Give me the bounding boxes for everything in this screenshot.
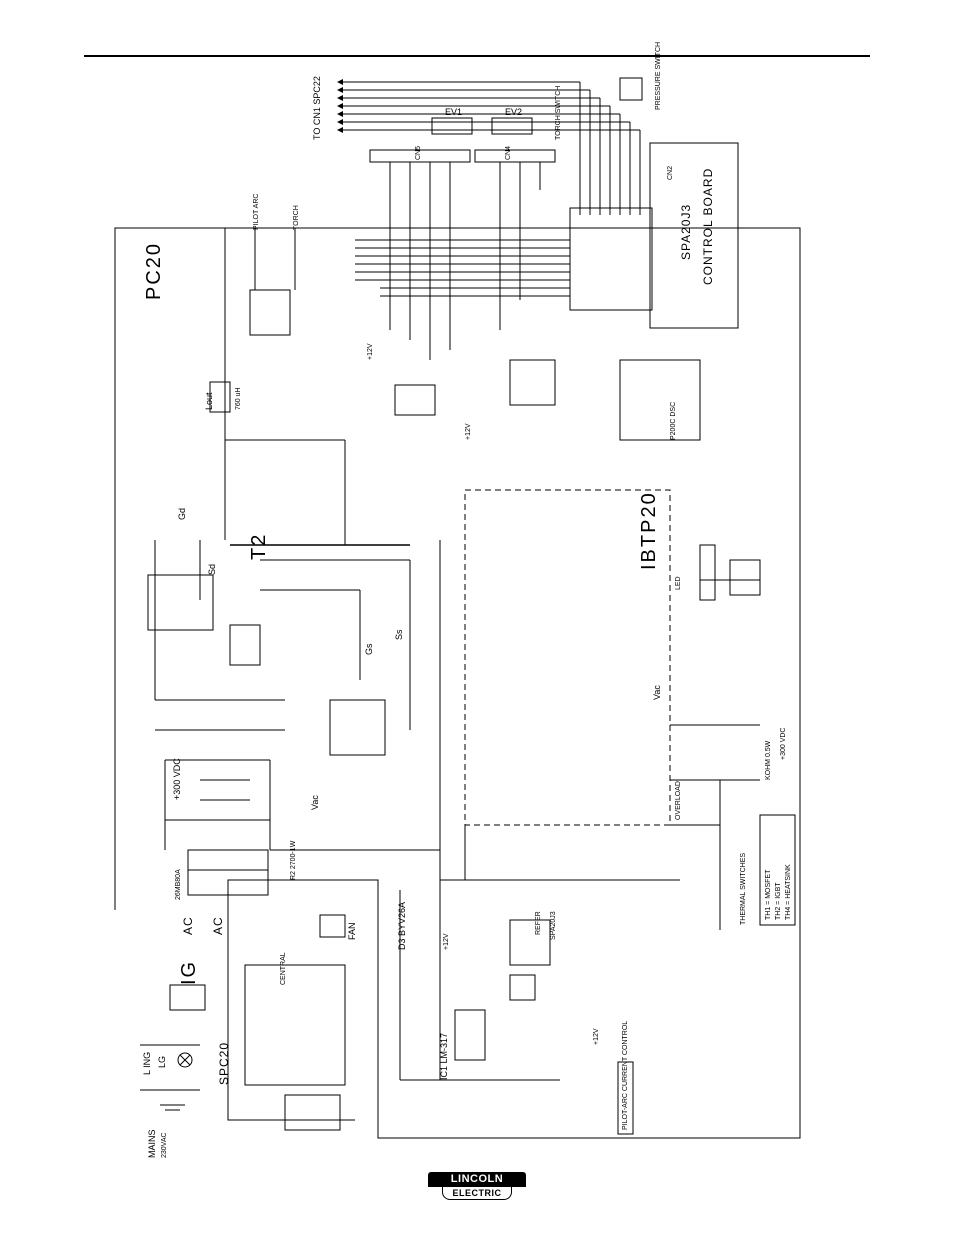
control-board-connector — [569, 207, 653, 311]
sd-label: Sd — [207, 564, 217, 575]
ss-label: Ss — [394, 629, 404, 640]
logo-top: LINCOLN — [428, 1172, 526, 1187]
lg-label: LG — [157, 1056, 167, 1068]
ev2-label: EV2 — [505, 107, 522, 117]
bridge-rectifier — [164, 759, 440, 896]
central-label: CENTRAL — [280, 952, 287, 985]
l-ing-label: L ING — [142, 1052, 152, 1075]
ok2-block — [394, 384, 436, 416]
ibtp20-label: IBTP20 — [638, 491, 660, 570]
cn4-label: CN4 — [505, 146, 512, 160]
pressure-switch-label: PRESSURE SWITCH — [655, 42, 662, 110]
lincoln-electric-logo: LINCOLN ELECTRIC — [428, 1172, 526, 1202]
torch-label: TORCH — [293, 205, 300, 230]
thermal-legend-box — [759, 814, 796, 926]
fan-label: FAN — [347, 922, 357, 940]
to-cn1-label: TO CN1 SPC22 — [312, 76, 322, 140]
control-board-label: CONTROL BOARD — [701, 168, 715, 285]
refer-label: REFER — [535, 911, 542, 935]
ig-section — [140, 914, 346, 1131]
pc20-board-outline — [114, 227, 801, 1139]
ev1-valve — [431, 117, 473, 135]
gs-label: Gs — [364, 643, 374, 655]
harness-verticals — [389, 82, 641, 360]
pressure-switch — [619, 77, 643, 101]
bridge-label: 26MB80A — [175, 869, 182, 900]
vac-label: Vac — [310, 795, 320, 810]
gd-label: Gd — [177, 508, 187, 520]
pilot-arc-label: PILOT-ARC CURRENT CONTROL — [622, 1021, 629, 1130]
plus12-label-3: +12V — [443, 933, 450, 950]
spa-label: SPA20J3 — [550, 911, 557, 940]
overload-label: OVERLOAD — [675, 781, 682, 820]
control-board-code: SPA20J3 — [679, 204, 693, 260]
power-stage — [147, 228, 411, 756]
p200c-dsc-block — [619, 359, 701, 441]
lout-label: Lout — [204, 392, 214, 410]
ev1-label: EV1 — [445, 107, 462, 117]
plus300-label: +300 VDC — [172, 758, 182, 800]
ok1-block — [509, 359, 556, 406]
control-bus — [355, 218, 653, 305]
t2-label: T2 — [248, 533, 270, 560]
mains-label: MAINS — [147, 1129, 157, 1158]
regulator-section — [399, 540, 761, 1135]
thermal-switches-label: THERMAL SWITCHES — [740, 853, 747, 925]
pc20-label: PC20 — [143, 242, 165, 300]
r2-label: R2 2700-1W — [290, 840, 297, 880]
mains-voltage: 230VAC — [161, 1132, 168, 1158]
ic1-label: IC1 LM-317 — [439, 1033, 449, 1080]
thermal-legend-2: TH2 = IGBT — [775, 882, 782, 920]
plus12-label-2: +12V — [465, 423, 472, 440]
plus12-label-4: +12V — [593, 1028, 600, 1045]
control-board-box — [649, 142, 739, 329]
ac-label-2: AC — [211, 916, 225, 935]
lout-value: 760 uH — [235, 387, 242, 410]
vdc300-label: +300 VDC — [780, 728, 787, 761]
ev2-valve — [491, 117, 533, 135]
torch-switch-label: TORCH SWITCH — [555, 86, 562, 140]
cn5-label: CN5 — [415, 146, 422, 160]
p200c-label: P200C DSC — [670, 402, 677, 440]
kohm-label: KOHM 0.5W — [765, 740, 772, 780]
cn2-label: CN2 — [667, 166, 674, 180]
d3-label: D3 BYV26A — [397, 902, 407, 950]
thermal-legend-1: TH1 = MOSFET — [765, 869, 772, 920]
ig-board-outline — [227, 879, 379, 1121]
thermal-legend-3: TH4 = HEATSINK — [785, 864, 792, 920]
vac-label-ibtp: Vac — [652, 685, 662, 700]
ibtp20-block — [464, 489, 671, 826]
spc20-label: SPC20 — [217, 1042, 231, 1085]
header-rule — [84, 55, 870, 57]
ac-label-1: AC — [181, 916, 195, 935]
pilot-label: PILOT ARC — [253, 194, 260, 230]
led-label: LED — [675, 576, 682, 590]
ig-label: IG — [178, 960, 200, 985]
cn5-connector — [369, 149, 471, 163]
harness-to-cn1 — [337, 79, 640, 133]
logo-bottom: ELECTRIC — [442, 1187, 512, 1200]
cn4-connector — [474, 149, 556, 163]
plus12-label-1: +12V — [367, 343, 374, 360]
